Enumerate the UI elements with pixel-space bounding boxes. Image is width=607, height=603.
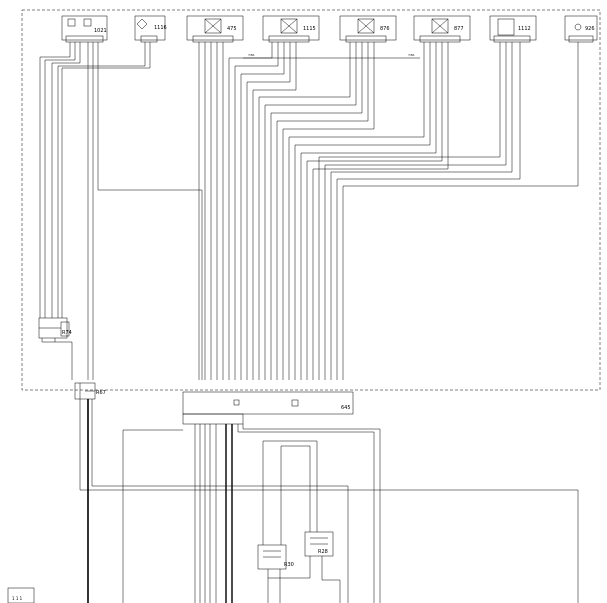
sensor-r74	[38, 317, 73, 380]
dashed-boundary	[21, 9, 601, 391]
component-1021	[61, 15, 108, 43]
corner-label: 1 1 1	[12, 596, 23, 601]
component-label: 926	[585, 26, 595, 32]
wire-label: 7/81	[248, 53, 255, 57]
component-label: 1116	[154, 25, 167, 31]
wire-label: 7/81	[408, 53, 415, 57]
component-876	[339, 15, 397, 43]
ecu-645	[182, 391, 354, 425]
corner-box	[7, 587, 35, 603]
component-label: 1115	[303, 26, 316, 32]
component-475	[186, 15, 244, 43]
component-926	[564, 15, 598, 43]
component-1116	[134, 15, 166, 43]
component-label: 1021	[94, 28, 107, 34]
relay-r28	[268, 531, 341, 603]
component-label: 475	[227, 26, 237, 32]
relay-label: R28	[318, 549, 328, 555]
component-label: 876	[380, 26, 390, 32]
component-label: 1112	[518, 26, 531, 32]
connector-r67	[74, 382, 96, 400]
ecu-label: 645	[341, 405, 351, 411]
component-1115	[262, 15, 320, 43]
component-877	[413, 15, 471, 43]
relay-r30	[257, 440, 318, 603]
connector-label: R67	[96, 390, 106, 396]
relay-label: R30	[284, 562, 294, 568]
sensor-label: R74	[62, 330, 72, 336]
component-label: 877	[454, 26, 464, 32]
